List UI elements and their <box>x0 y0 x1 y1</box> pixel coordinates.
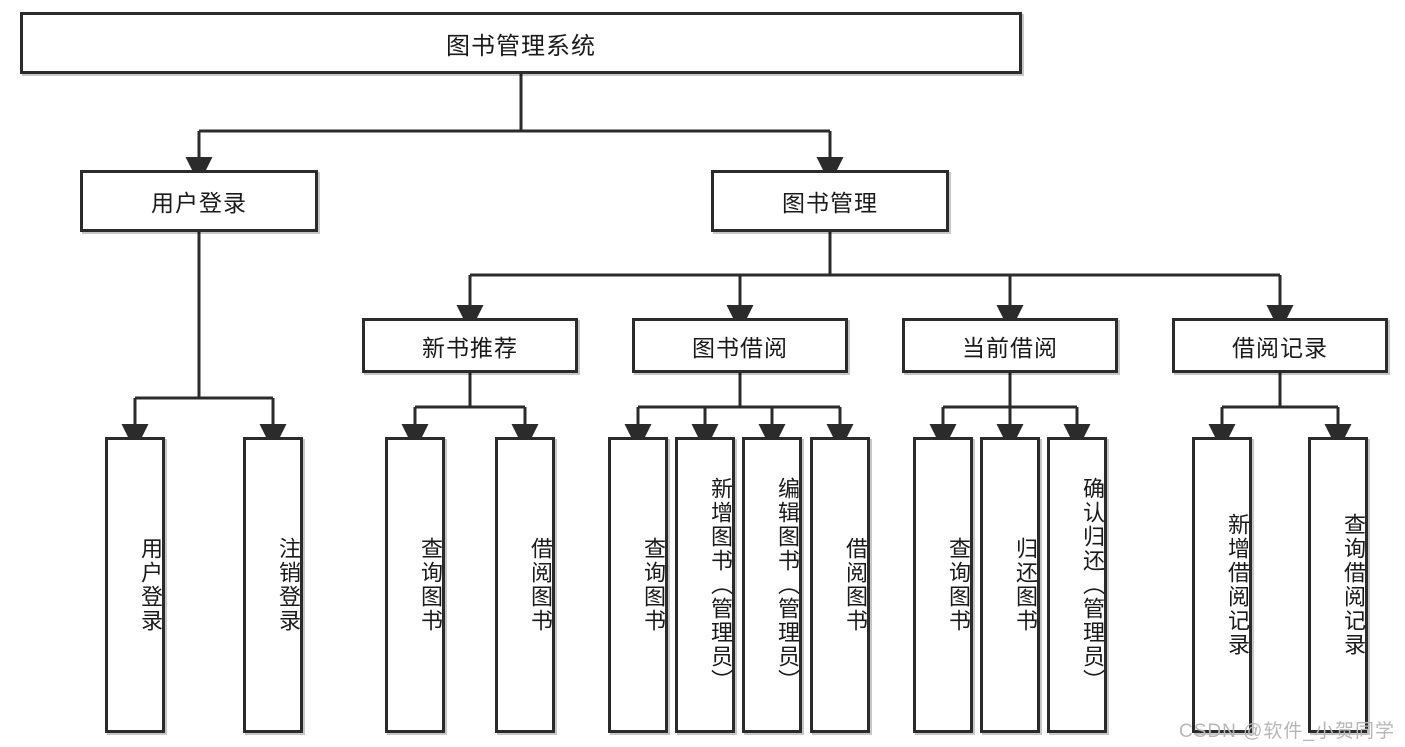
node-leaf-query-book-2[interactable]: 查询图书 <box>608 437 668 733</box>
node-leaf-user-login[interactable]: 用户登录 <box>105 437 165 733</box>
node-root[interactable]: 图书管理系统 <box>20 12 1022 74</box>
node-leaf-add-record[interactable]: 新增借阅记录 <box>1192 437 1252 733</box>
node-borrow-record-label: 借阅记录 <box>1232 334 1328 361</box>
node-leaf-borrow-book-2-label: 借阅图书 <box>843 537 868 633</box>
node-leaf-borrow-book-1[interactable]: 借阅图书 <box>495 437 555 733</box>
node-leaf-confirm-return[interactable]: 确认归还（管理员） <box>1047 437 1107 733</box>
node-leaf-user-logout[interactable]: 注销登录 <box>243 437 303 733</box>
node-book-manage-label: 图书管理 <box>782 190 878 216</box>
node-user-login[interactable]: 用户登录 <box>80 170 318 232</box>
node-leaf-query-record-label: 查询借阅记录 <box>1341 513 1366 657</box>
node-leaf-user-logout-label: 注销登录 <box>276 537 301 633</box>
node-leaf-query-book-3[interactable]: 查询图书 <box>913 437 973 733</box>
node-leaf-add-book-label: 新增图书（管理员） <box>708 477 733 693</box>
node-leaf-borrow-book-1-label: 借阅图书 <box>528 537 553 633</box>
node-current-borrow-label: 当前借阅 <box>962 334 1058 361</box>
node-leaf-edit-book[interactable]: 编辑图书（管理员） <box>742 437 802 733</box>
node-leaf-add-book[interactable]: 新增图书（管理员） <box>675 437 735 733</box>
node-current-borrow[interactable]: 当前借阅 <box>902 318 1118 373</box>
node-leaf-confirm-return-label: 确认归还（管理员） <box>1080 477 1105 693</box>
node-new-book-rec-label: 新书推荐 <box>422 334 518 361</box>
node-leaf-query-book-3-label: 查询图书 <box>946 537 971 633</box>
node-leaf-edit-book-label: 编辑图书（管理员） <box>775 477 800 693</box>
node-root-label: 图书管理系统 <box>446 32 596 60</box>
node-borrow-record[interactable]: 借阅记录 <box>1172 318 1388 373</box>
node-leaf-return-book[interactable]: 归还图书 <box>980 437 1040 733</box>
node-leaf-borrow-book-2[interactable]: 借阅图书 <box>810 437 870 733</box>
node-new-book-rec[interactable]: 新书推荐 <box>362 318 578 373</box>
node-leaf-add-record-label: 新增借阅记录 <box>1225 513 1250 657</box>
node-leaf-query-book-1-label: 查询图书 <box>418 537 443 633</box>
node-book-manage[interactable]: 图书管理 <box>711 170 949 232</box>
node-book-borrow[interactable]: 图书借阅 <box>632 318 848 373</box>
node-leaf-query-book-2-label: 查询图书 <box>641 537 666 633</box>
node-user-login-label: 用户登录 <box>151 190 247 216</box>
watermark: CSDN @软件_小贺同学 <box>1179 721 1395 742</box>
node-leaf-query-record[interactable]: 查询借阅记录 <box>1308 437 1368 733</box>
node-book-borrow-label: 图书借阅 <box>692 334 788 361</box>
node-leaf-return-book-label: 归还图书 <box>1013 537 1038 633</box>
node-leaf-user-login-label: 用户登录 <box>138 537 163 633</box>
node-leaf-query-book-1[interactable]: 查询图书 <box>385 437 445 733</box>
